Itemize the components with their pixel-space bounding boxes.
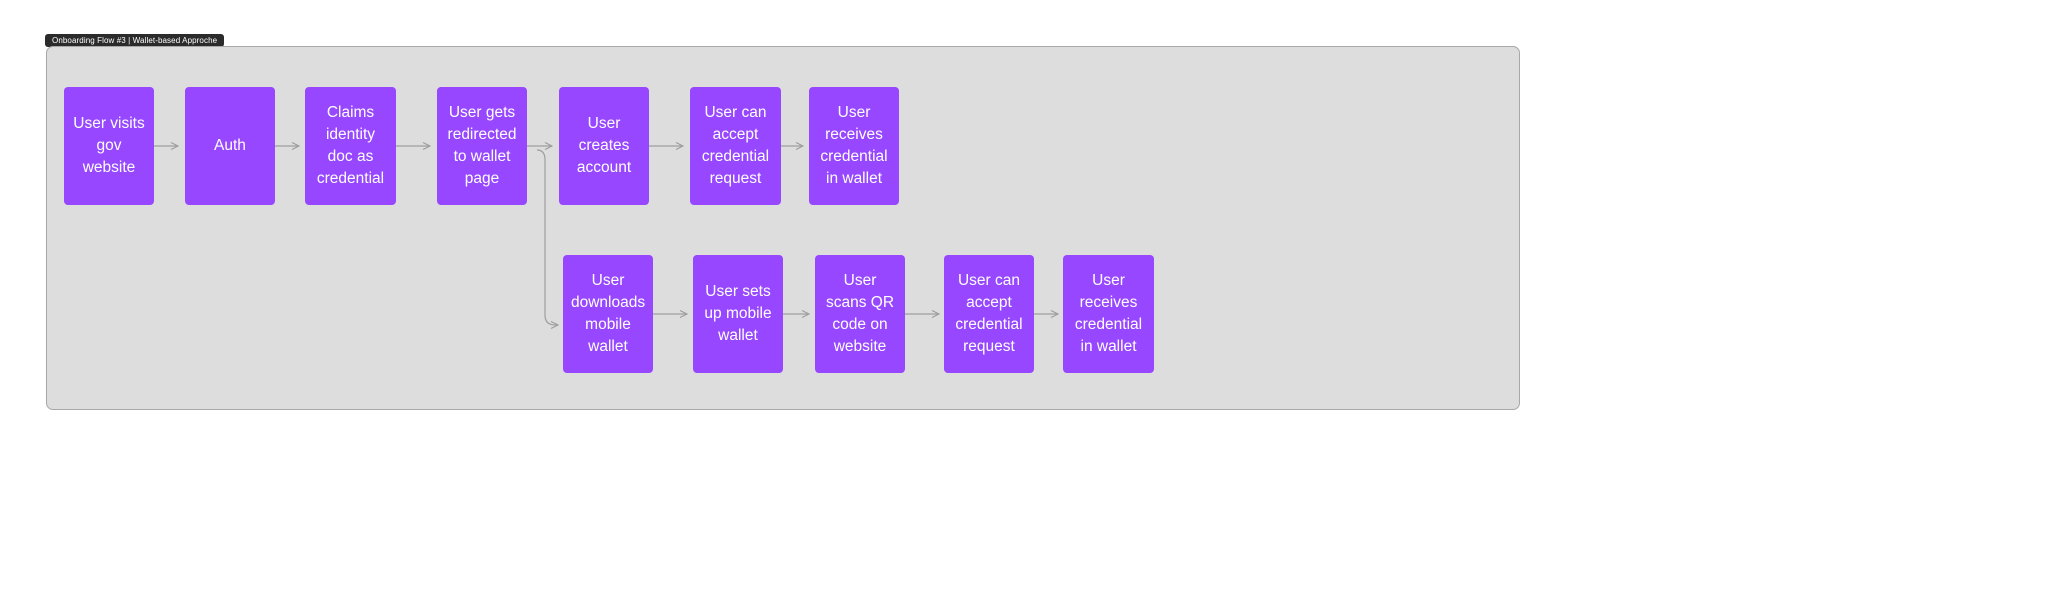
node-claims-identity-doc-as-credential[interactable]: Claims identity doc as credential bbox=[305, 87, 396, 205]
node-label: User visits gov website bbox=[73, 115, 145, 176]
node-user-can-accept-credential-request-mobile[interactable]: User can accept credential request bbox=[944, 255, 1034, 373]
node-user-receives-credential-in-wallet-web[interactable]: User receives credential in wallet bbox=[809, 87, 899, 205]
node-label: User downloads mobile wallet bbox=[571, 272, 646, 355]
node-user-can-accept-credential-request-web[interactable]: User can accept credential request bbox=[690, 87, 781, 205]
node-label: Auth bbox=[214, 137, 246, 154]
node-user-sets-up-mobile-wallet[interactable]: User sets up mobile wallet bbox=[693, 255, 783, 373]
node-user-gets-redirected-to-wallet-page[interactable]: User gets redirected to wallet page bbox=[437, 87, 527, 205]
node-label: User sets up mobile wallet bbox=[704, 283, 772, 344]
node-user-creates-account[interactable]: User creates account bbox=[559, 87, 649, 205]
node-user-visits-gov-website[interactable]: User visits gov website bbox=[64, 87, 154, 205]
node-label: User can accept credential request bbox=[955, 272, 1023, 355]
node-label: User can accept credential request bbox=[701, 104, 770, 187]
diagram-canvas[interactable] bbox=[46, 46, 1520, 410]
node-user-scans-qr-code-on-website[interactable]: User scans QR code on website bbox=[815, 255, 905, 373]
node-label: User creates account bbox=[576, 115, 632, 176]
node-label: Claims identity doc as credential bbox=[316, 104, 385, 187]
flow-title-pill: Onboarding Flow #3 | Wallet-based Approc… bbox=[45, 34, 225, 47]
node-label: User receives credential in wallet bbox=[820, 104, 888, 187]
node-label: User scans QR code on website bbox=[825, 272, 895, 355]
node-label: User gets redirected to wallet page bbox=[447, 104, 517, 187]
node-user-downloads-mobile-wallet[interactable]: User downloads mobile wallet bbox=[563, 255, 653, 373]
node-user-receives-credential-in-wallet-mobile[interactable]: User receives credential in wallet bbox=[1063, 255, 1154, 373]
node-auth[interactable]: Auth bbox=[185, 87, 275, 205]
node-label: User receives credential in wallet bbox=[1074, 272, 1143, 355]
